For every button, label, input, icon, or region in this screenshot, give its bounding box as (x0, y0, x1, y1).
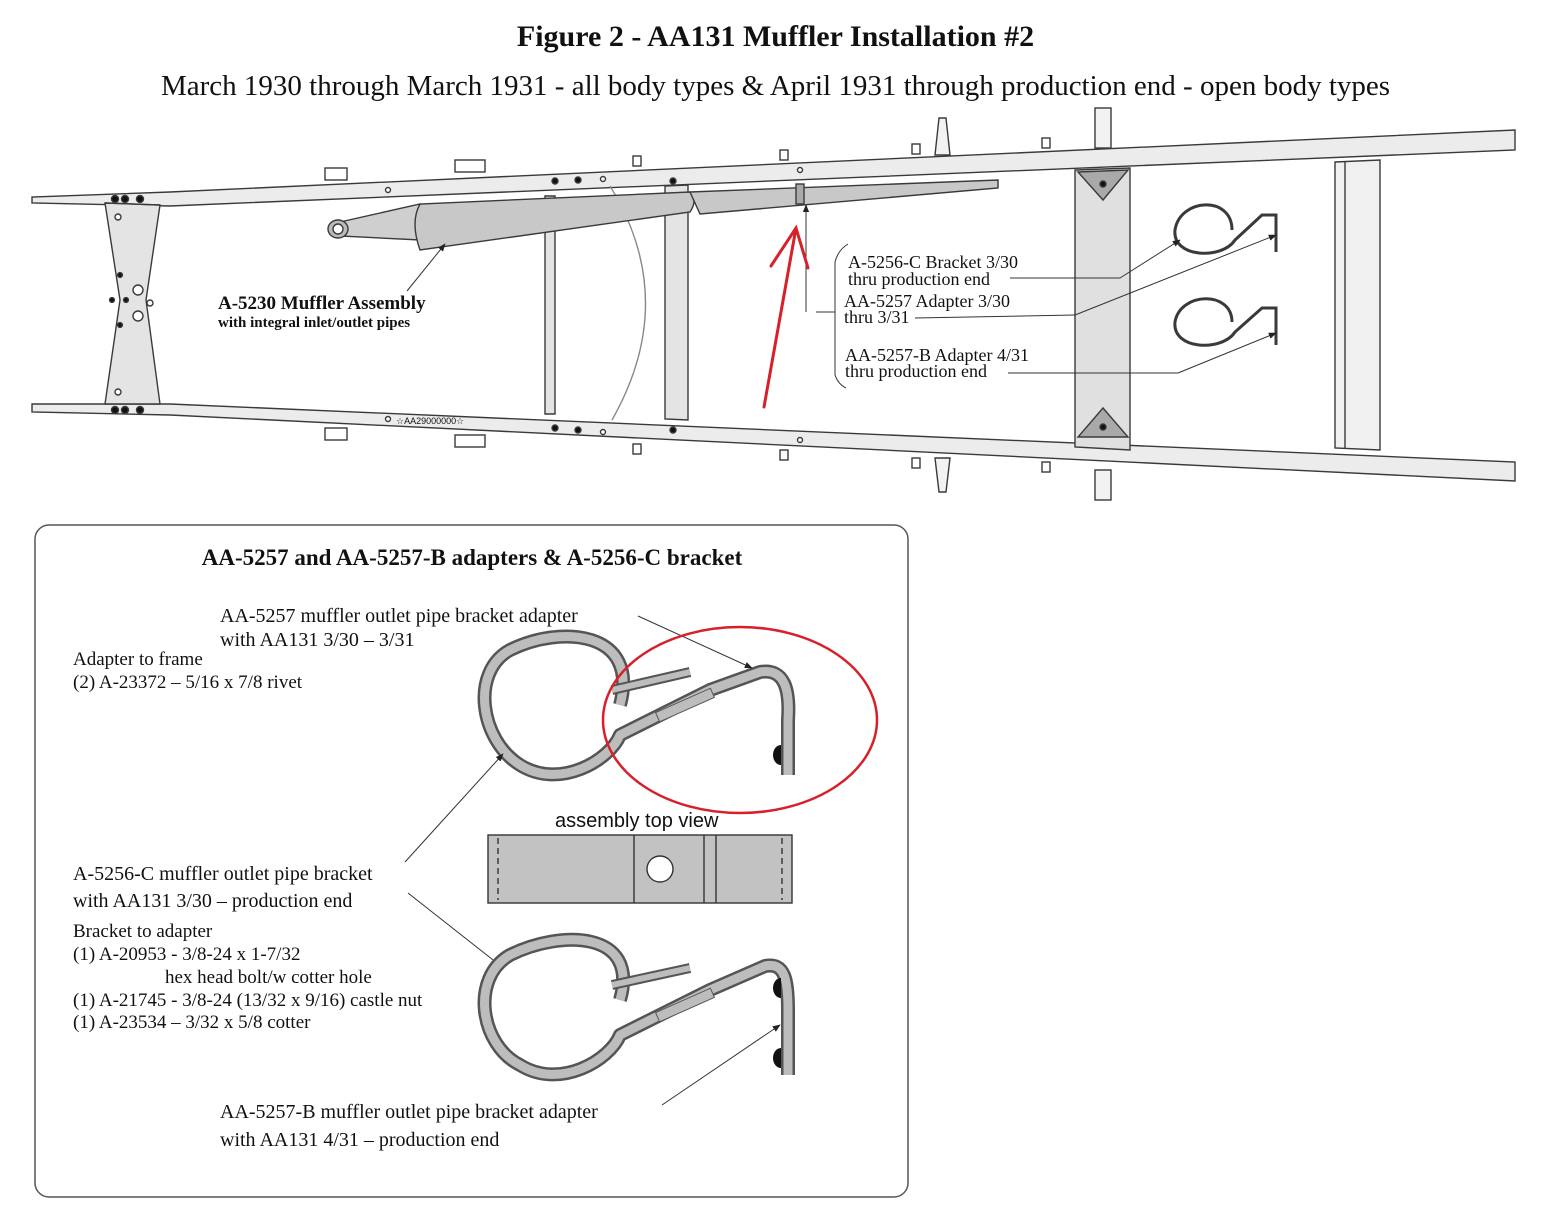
adapter-label-2: with AA131 3/30 – 3/31 (220, 629, 414, 651)
hardware-line-5: (1) A-23534 – 3/32 x 5/8 cotter (73, 1012, 311, 1033)
adapter-b-label-1: AA-5257-B muffler outlet pipe bracket ad… (220, 1101, 598, 1123)
bracket-label-2: with AA131 3/30 – production end (73, 890, 352, 912)
callout-bracket-2: thru production end (848, 269, 990, 289)
muffler-label: A-5230 Muffler Assembly (218, 293, 426, 314)
bracket-label-1: A-5256-C muffler outlet pipe bracket (73, 863, 373, 885)
red-annotation-arrow (762, 224, 810, 409)
frame-stamp: ☆AA29000000☆ (396, 416, 464, 426)
center-crossmember-2 (664, 184, 689, 421)
leader-adapter (914, 314, 1076, 319)
detail-title: AA-5257 and AA-5257-B adapters & A-5256-… (202, 545, 743, 570)
chassis-frame (31, 107, 1516, 501)
callout-bracket-1: A-5256-C Bracket 3/30 (848, 252, 1018, 272)
top-view-label: assembly top view (555, 810, 719, 832)
hardware-line-3: hex head bolt/w cotter hole (165, 967, 372, 988)
bracket-sketch-upper (1173, 203, 1278, 255)
adapter-b-label-2: with AA131 4/31 – production end (220, 1129, 499, 1151)
lower-frame-rail (31, 403, 1516, 482)
figure-title: Figure 2 - AA131 Muffler Installation #2 (516, 20, 1035, 53)
hardware-line-1: Bracket to adapter (73, 921, 213, 942)
figure-subtitle: March 1930 through March 1931 - all body… (160, 70, 1391, 102)
red-highlight-ellipse (601, 625, 879, 815)
muffler-leader (406, 243, 446, 292)
detail-bracket-lower (477, 932, 795, 1082)
rear-crossmember (1074, 167, 1131, 451)
adapter-label-1: AA-5257 muffler outlet pipe bracket adap… (220, 605, 578, 627)
bracket-leader-down (407, 892, 503, 968)
hardware-line-2: (1) A-20953 - 3/8-24 x 1-7/32 (73, 944, 300, 965)
center-crossmember (544, 195, 556, 415)
frame-note-2: (2) A-23372 – 5/16 x 7/8 rivet (73, 672, 303, 693)
rear-axle-top (1094, 107, 1112, 149)
upper-frame-rail (31, 129, 1516, 207)
bracket-brace (834, 243, 849, 389)
bracket-sketch-lower (1173, 297, 1278, 347)
adapter-b-leader (661, 1024, 781, 1106)
callout-adapter-2: thru 3/31 (844, 307, 910, 327)
wheel-hub-bottom (934, 457, 951, 493)
callout-adapter-b-1: AA-5257-B Adapter 4/31 (845, 345, 1029, 365)
wheel-hub-top (934, 117, 951, 156)
adapter-leader (637, 615, 753, 669)
muffler-sublabel: with integral inlet/outlet pipes (218, 315, 410, 331)
callout-adapter-1: AA-5257 Adapter 3/30 (844, 291, 1010, 311)
frame-note-1: Adapter to frame (73, 649, 203, 670)
detail-bracket-upper (477, 629, 796, 782)
rear-end-crossmember (1334, 159, 1381, 451)
muffler-assembly (327, 179, 999, 251)
rear-axle-bottom (1094, 469, 1112, 501)
callout-adapter-b-2: thru production end (845, 361, 987, 381)
bracket-leader-up (404, 753, 504, 863)
hardware-line-4: (1) A-21745 - 3/8-24 (13/32 x 9/16) cast… (73, 990, 423, 1011)
assembly-top-view (487, 834, 793, 904)
